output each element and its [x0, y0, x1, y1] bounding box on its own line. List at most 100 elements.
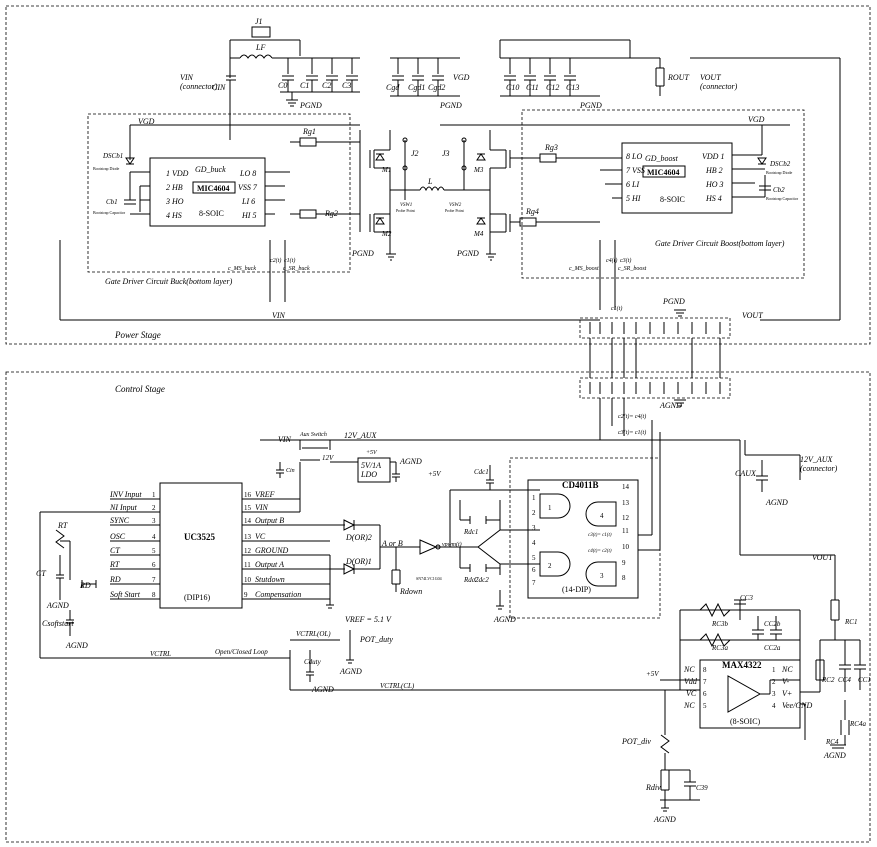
gd-boost-ic-name: MIC4604 [647, 168, 679, 177]
m4-label: M4 [473, 230, 484, 238]
bootstrap-diode-buck-label: Bootstrap Diode [93, 166, 120, 171]
uc3525-num-3: 3 [152, 517, 156, 525]
rdiv-label: Rdiv [645, 783, 661, 792]
j3-label: J3 [442, 149, 450, 158]
vin-label-ps: VIN [272, 311, 286, 320]
gd-boost-pin-8: 8 LO [626, 152, 642, 161]
max-pin-vplus: V+ [782, 689, 792, 698]
gd-buck-pin-3: 3 HO [165, 197, 184, 206]
gd-buck-ic-name: MIC4604 [197, 184, 229, 193]
v12-aux-label: 12V_AUX [344, 431, 378, 440]
c0-label: C0 [278, 81, 287, 90]
cb2-label: Cb2 [773, 186, 785, 194]
max-pin-vminus: V- [782, 677, 789, 686]
connector-pins [589, 322, 721, 394]
vsw2-label: VSW2 [449, 203, 462, 208]
cdc1-label: Cdc1 [474, 468, 489, 476]
cd4011-num-1: 1 [532, 494, 536, 502]
c3-eq-c1-cd: c3(t)= c1(t) [588, 533, 612, 538]
uc3525-num-6: 6 [152, 561, 156, 569]
ct-label: CT [36, 569, 46, 578]
max-num-6: 6 [703, 690, 707, 698]
rc1-label: RC1 [844, 618, 857, 626]
v5-label-max: +5V [646, 670, 659, 678]
gd-buck-pin-6: LI 6 [241, 197, 255, 206]
cd4011-package: (14-DIP) [562, 585, 591, 594]
gd-boost-pin-3: HO 3 [705, 180, 724, 189]
agnd-label-ldo: AGND [399, 457, 422, 466]
gate-3-label: 3 [600, 572, 604, 580]
uc3525-ic [159, 482, 243, 609]
vctrl-cl-label: VCTRL(CL) [380, 682, 415, 690]
j2-label: J2 [411, 149, 419, 158]
uc3525-pin-5: CT [110, 546, 120, 555]
vout-connector-label: VOUT(connector) [700, 73, 738, 91]
agnd-label-cd: AGND [493, 615, 516, 624]
uc3525-pin-8: Soft Start [110, 590, 141, 599]
uc3525-pin-16: VREF [255, 490, 275, 499]
vsw1-label: VSW1 [400, 203, 412, 208]
uc3525-pin-14: Output B [255, 516, 284, 525]
connector-top [579, 317, 731, 339]
uc3525-left-pins: INV Input NI Input SYNC OSC CT RT RD Sof… [109, 490, 156, 599]
max4322-pins: NC Vdd VC NC 8 7 6 5 NC V- V+ Vee/GND 1 … [683, 665, 812, 710]
uc3525-pin-15: VIN [255, 503, 269, 512]
vctrl-label: VCTRL [150, 650, 171, 658]
rt-label: RT [57, 521, 68, 530]
gate-2-label: 2 [548, 562, 552, 570]
rg3-label: Rg3 [544, 143, 558, 152]
c1-label: C1 [300, 81, 309, 90]
caux-label: CAUX [735, 469, 757, 478]
c3-eq-c1-label: c3(t)= c1(t) [618, 429, 646, 436]
gd-boost-pin-1: VDD 1 [702, 152, 724, 161]
c1-signal-buck: c1(t) [284, 257, 295, 264]
gd-boost-pin-7: 7 VSS [626, 166, 645, 175]
uc3525-num-13: 13 [244, 533, 252, 541]
uc3525-num-2: 2 [152, 504, 156, 512]
rout-label: ROUT [667, 73, 689, 82]
uc3525-num-4: 4 [152, 533, 156, 541]
inverter-label: SN74LVC1G04 [416, 576, 442, 581]
rg2-label: Rg2 [324, 209, 338, 218]
uc3525-pin-12: GROUND [255, 546, 289, 555]
max-pin-vc: VC [686, 689, 697, 698]
gd-boost-name: GD_boost [645, 154, 679, 163]
vin-connector-label: VIN(connector) [180, 73, 218, 91]
cc2a-label: CC2a [764, 644, 781, 652]
bootstrap-cap-buck-label: Bootstrap Capacitor [93, 210, 126, 215]
uc3525-num-14: 14 [244, 517, 252, 525]
rc4a-label: RC4a [849, 720, 866, 728]
vgd-label: VGD [453, 73, 470, 82]
agnd-label-max: AGND [823, 751, 846, 760]
v5-label-ldo: +5V [366, 450, 378, 456]
c4-signal-boost: c4(t) [606, 257, 617, 264]
c11-label: C11 [526, 83, 539, 92]
max-pin-nc-8: NC [683, 665, 695, 674]
cd4011-ic [527, 479, 639, 599]
cc1-label: CC1 [858, 676, 871, 684]
agnd-label-pot: AGND [339, 667, 362, 676]
switch-node: J2 J3 L VSW1 Probe Point VSW2 Probe Poin… [390, 137, 490, 213]
agnd-label-div: AGND [653, 815, 676, 824]
gd-boost-title: Gate Driver Circuit Boost(bottom layer) [655, 239, 785, 248]
gd-boost-pin-6: 6 LI [626, 180, 639, 189]
max-num-1: 1 [772, 666, 776, 674]
c-sr-boost-label: c_SR_boost [618, 266, 647, 272]
input-filter: J1 LF VIN(connector) CIN C0 C1 C2 C3 PGN… [180, 17, 360, 140]
c-sr-buck-label: c_SR_buck [283, 266, 310, 272]
uc3525-num-12: 12 [244, 547, 252, 555]
max-pin-vee: Vee/GND [782, 701, 812, 710]
connector-bottom [579, 377, 731, 399]
c2-label: C2 [322, 81, 331, 90]
gate-4-label: 4 [600, 512, 604, 520]
dscb2-label: DSCb2 [769, 160, 791, 168]
m3-label: M3 [473, 166, 484, 174]
cd4011-num-6: 6 [532, 566, 536, 574]
gd-boost-ic [621, 142, 733, 214]
max-num-3: 3 [772, 690, 776, 698]
gd-boost-frame [521, 109, 805, 279]
gd-buck-pin-8: LO 8 [239, 169, 256, 178]
vout-label-cs: VOUT [812, 553, 833, 562]
